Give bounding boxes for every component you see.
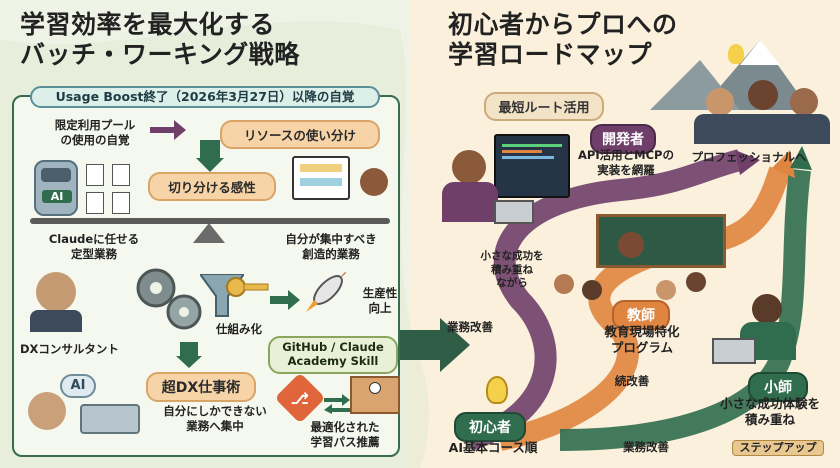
robot-badge: AI <box>42 190 72 203</box>
student-avatar <box>582 280 602 300</box>
swap-arrows-icon <box>324 394 350 414</box>
arrow-down-icon <box>196 140 224 172</box>
only-me-label: 自分にしかできない 業務へ集中 <box>163 404 267 433</box>
consultant-body <box>30 310 82 332</box>
continuous-improve-label: 続改善 <box>614 374 650 388</box>
student-avatar <box>554 274 574 294</box>
limited-pool-label: 限定利用プール の使用の自覚 <box>54 118 136 147</box>
teacher-pill: 教師 <box>612 300 670 330</box>
document-icon <box>86 164 104 186</box>
beginner-desc: AI基本コース順 <box>448 440 538 455</box>
professional-avatar <box>748 80 778 110</box>
developer-avatar <box>452 150 486 184</box>
left-title-line1: 学習効率を最大化する <box>20 10 276 39</box>
super-dx-pill: 超DX仕事術 <box>146 372 256 402</box>
student-avatar <box>656 280 676 300</box>
optimized-path-label: 最適化された 学習パス推薦 <box>310 420 380 449</box>
developer-desc: API活用とMCPの 実装を網羅 <box>578 148 674 177</box>
blackboard-icon <box>596 214 726 268</box>
left-title-line2: バッチ・ワーキング戦略 <box>20 39 300 69</box>
seesaw-beam <box>30 218 390 224</box>
right-title-line2: 学習ロードマップ <box>448 39 653 69</box>
lightbulb-icon <box>728 44 744 64</box>
work-improve-label-2: 業務改善 <box>623 440 669 454</box>
lightbulb-icon <box>486 376 508 404</box>
professional-avatar <box>790 88 818 116</box>
teacher-desc: 教育現場特化 プログラム <box>604 324 680 356</box>
document-icon <box>112 192 130 214</box>
student-avatar <box>686 272 706 292</box>
beginner-pill: 初心者 <box>454 412 526 442</box>
right-title-line1: 初心者からプロへの <box>448 10 678 39</box>
professional-label: プロフェッショナルへ <box>691 150 807 164</box>
mechanize-label: 仕組み化 <box>216 322 262 336</box>
dx-consultant-label: DXコンサルタント <box>20 342 119 356</box>
professionals-group <box>694 114 830 144</box>
laptop-icon <box>712 338 756 364</box>
mentor-avatar <box>752 294 782 324</box>
github-skill-pill: GitHub / Claude Academy Skill <box>268 336 398 374</box>
panel-header: Usage Boost終了（2026年3月27日）以降の自覚 <box>30 86 380 108</box>
creative-tasks-label: 自分が集中すべき 創造的業務 <box>285 232 377 261</box>
claude-tasks-label: Claudeに任せる 定型業務 <box>48 232 140 261</box>
mentor-pill: 小師 <box>748 372 808 402</box>
rocket-icon <box>306 272 346 312</box>
work-improve-label: 業務改善 <box>447 320 493 334</box>
right-title: 初心者からプロへの 学習ロードマップ <box>448 10 708 69</box>
arrow-right-icon <box>150 120 186 140</box>
document-icon <box>112 164 130 186</box>
shortest-route-pill: 最短ルート活用 <box>484 92 604 121</box>
small-success-label: 小さな成功を 積み重ね ながら <box>480 250 544 290</box>
whiteboard-icon <box>292 156 350 200</box>
document-icon <box>86 192 104 214</box>
robot-icon: AI <box>34 160 78 216</box>
professional-avatar <box>706 88 734 116</box>
teacher-avatar <box>618 232 644 258</box>
arrow-right-icon <box>270 290 300 310</box>
creative-worker-avatar <box>360 168 388 196</box>
mentor-desc: 小さな成功体験を 積み重ね <box>719 396 820 428</box>
productivity-label: 生産性 向上 <box>362 286 398 315</box>
developer-body <box>442 182 498 222</box>
dx-consultant-avatar <box>36 272 76 312</box>
gears-icon <box>136 268 202 330</box>
arrow-down-icon <box>176 342 202 368</box>
laptop-icon <box>80 404 140 434</box>
left-title: 学習効率を最大化する バッチ・ワーキング戦略 <box>20 10 400 69</box>
school-building-icon <box>350 376 400 414</box>
code-monitor-icon <box>494 134 570 198</box>
center-arrow-icon <box>390 318 470 372</box>
developer-pill: 開発者 <box>590 124 656 154</box>
ai-worker-avatar <box>28 392 66 430</box>
laptop-icon <box>494 200 534 224</box>
ai-badge: AI <box>60 374 96 398</box>
seesaw-fulcrum <box>193 223 225 243</box>
resource-split-pill: リソースの使い分け <box>220 120 380 149</box>
key-icon <box>226 277 269 297</box>
separating-sense-pill: 切り分ける感性 <box>148 172 276 201</box>
step-up-badge: ステップアップ <box>732 440 824 457</box>
